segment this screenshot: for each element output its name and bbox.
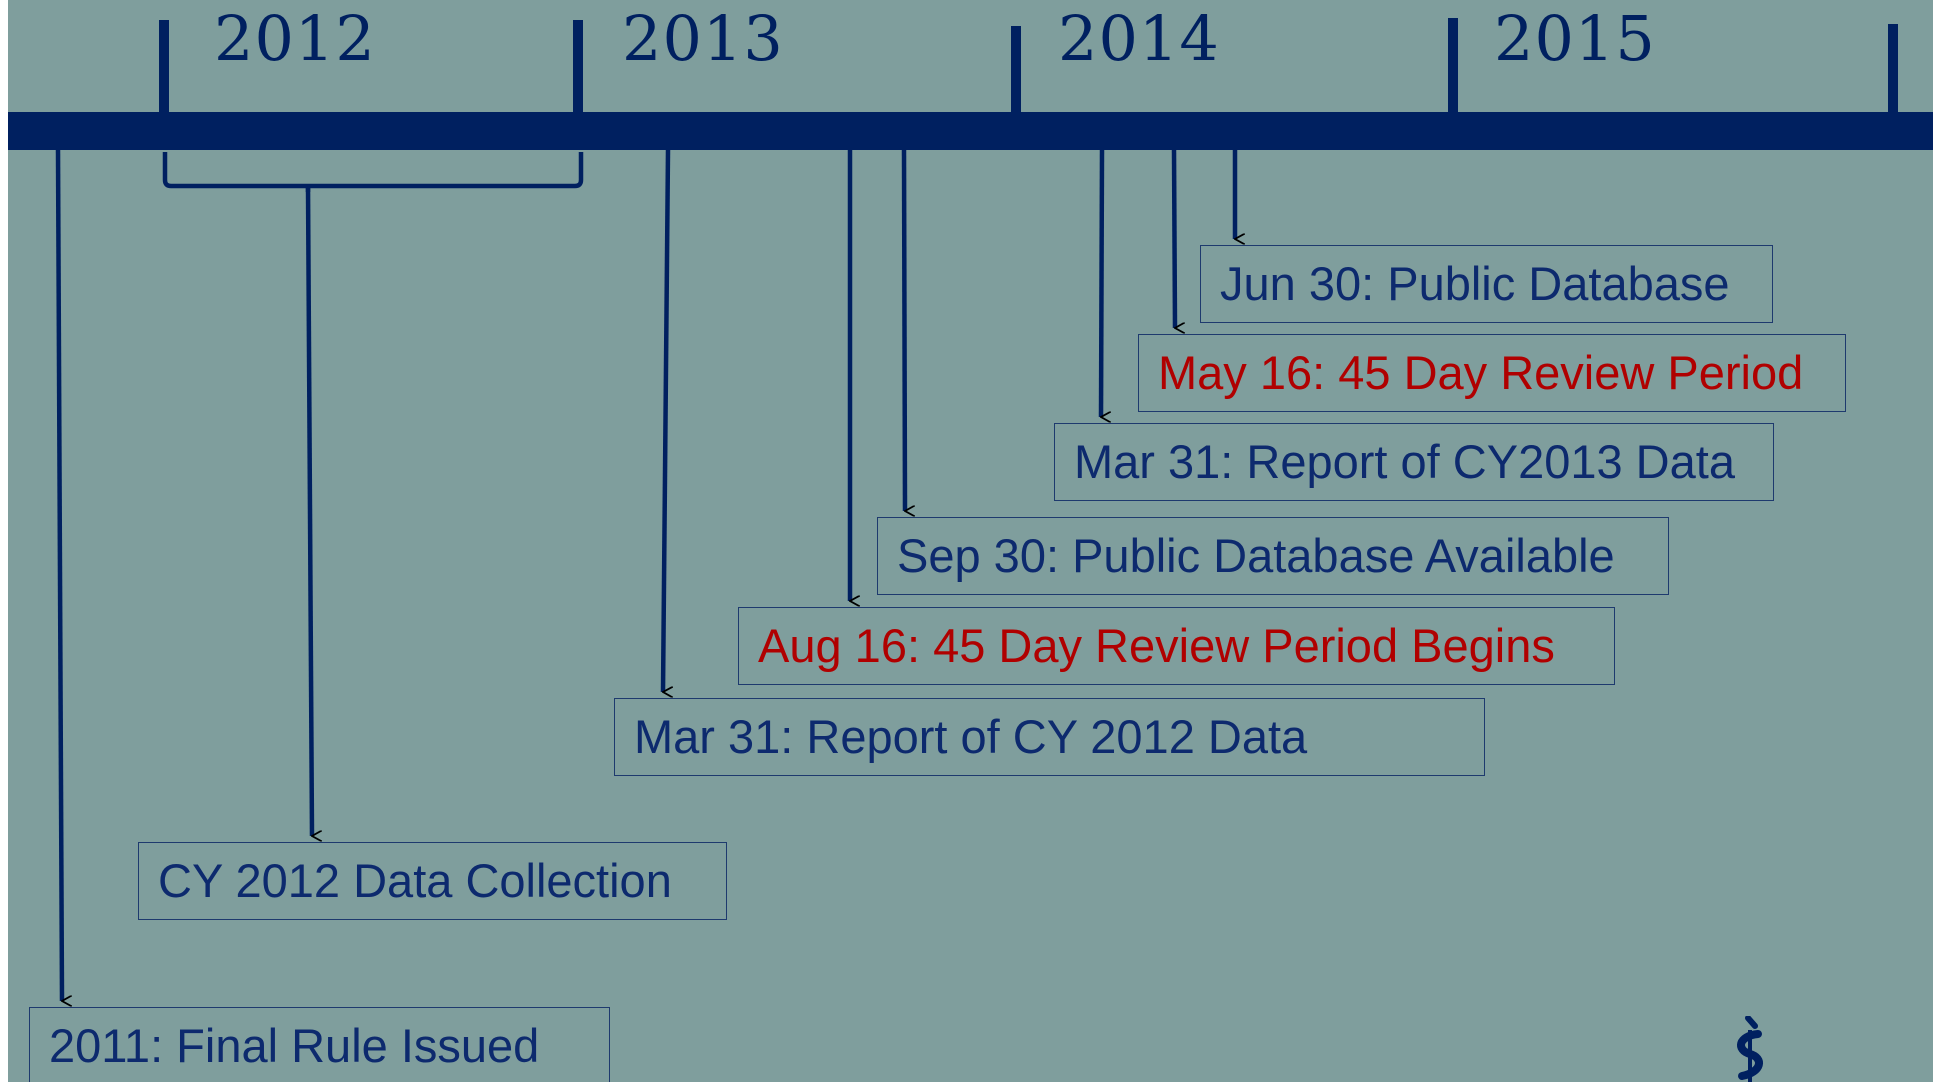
timeline-slide: 2012 2013 2014 2015 2011: Final Rule Iss… bbox=[8, 0, 1933, 1082]
year-label-2012: 2012 bbox=[214, 2, 376, 75]
collection-period-bracket bbox=[162, 152, 584, 192]
event-report-cy2012-data: Mar 31: Report of CY 2012 Data bbox=[614, 698, 1485, 776]
event-public-database-available: Sep 30: Public Database Available bbox=[877, 517, 1669, 595]
timeline-diagram bbox=[8, 0, 1933, 1082]
timeline-arrow bbox=[1098, 149, 1102, 417]
caduceus-logo-icon bbox=[1737, 1016, 1763, 1082]
year-label-2013: 2013 bbox=[622, 2, 784, 75]
timeline-arrow bbox=[901, 149, 905, 511]
timeline-arrow bbox=[660, 149, 668, 692]
event-final-rule-issued: 2011: Final Rule Issued bbox=[29, 1007, 610, 1082]
year-tick bbox=[1888, 24, 1898, 132]
timeline-arrow bbox=[305, 185, 312, 836]
timeline-arrow bbox=[1171, 149, 1175, 328]
year-tick bbox=[1448, 18, 1458, 132]
timeline-arrow bbox=[55, 149, 62, 1001]
event-review-period-2014: May 16: 45 Day Review Period bbox=[1138, 334, 1846, 412]
event-public-database-2014: Jun 30: Public Database bbox=[1200, 245, 1773, 323]
event-review-period-begins: Aug 16: 45 Day Review Period Begins bbox=[738, 607, 1615, 685]
year-tick bbox=[159, 20, 169, 132]
event-cy2012-data-collection: CY 2012 Data Collection bbox=[138, 842, 727, 920]
timeline-bar bbox=[8, 112, 1933, 150]
event-report-cy2013-data: Mar 31: Report of CY2013 Data bbox=[1054, 423, 1774, 501]
year-tick bbox=[573, 20, 583, 132]
year-label-2014: 2014 bbox=[1058, 2, 1220, 75]
year-tick bbox=[1011, 26, 1021, 132]
slide-background bbox=[8, 0, 1933, 1082]
year-label-2015: 2015 bbox=[1494, 2, 1656, 75]
